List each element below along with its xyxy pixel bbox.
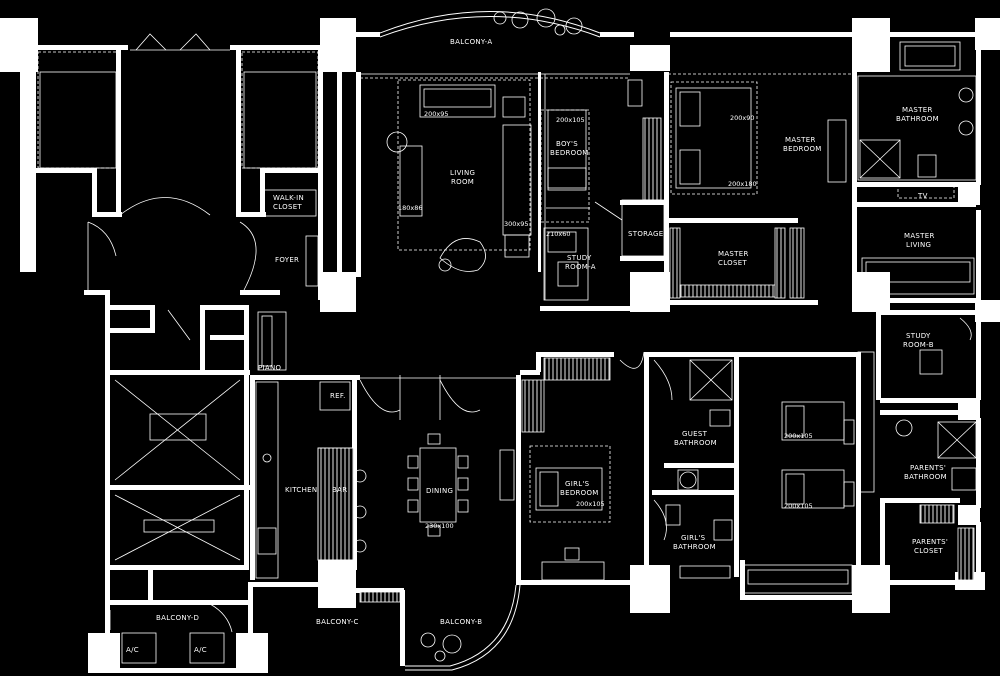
label-guest-bathroom-line2: BATHROOM <box>674 439 717 447</box>
balcony-a <box>356 8 630 79</box>
dim-boys-bed: 200x105 <box>556 116 585 124</box>
kitchen-dining-furniture <box>255 375 516 579</box>
label-study-b-line1: STUDY <box>906 332 931 340</box>
dim-parents-bed-top: 200x105 <box>784 432 813 440</box>
label-master-bathroom-line1: MASTER <box>902 106 933 114</box>
label-balcony-d: BALCONY-D <box>156 614 199 622</box>
label-ac-left: A/C <box>126 646 139 654</box>
hatched-walls <box>317 117 975 603</box>
label-parents-bathroom-line1: PARENTS' <box>910 464 946 472</box>
label-study-a-line2: ROOM-A <box>565 263 596 271</box>
label-parents-closet-line1: PARENTS' <box>912 538 948 546</box>
dim-master-bed-bottom: 200x180 <box>728 180 757 188</box>
living-room-furniture <box>386 74 665 301</box>
label-storage: STORAGE <box>628 230 663 238</box>
label-girls-bedroom-line1: GIRL'S <box>565 480 590 488</box>
label-guest-bathroom-line1: GUEST <box>682 430 708 438</box>
label-master-closet-line1: MASTER <box>718 250 749 258</box>
label-kitchen: KITCHEN <box>285 486 317 494</box>
room-labels: BALCONY-A LIVING ROOM BOY'S BEDROOM STUD… <box>126 38 948 654</box>
dim-girls-bed: 200x105 <box>576 500 605 508</box>
label-study-a-line1: STUDY <box>567 254 592 262</box>
bathrooms-center <box>653 359 733 579</box>
label-ref: REF. <box>330 392 346 400</box>
label-master-closet-line2: CLOSET <box>718 259 747 267</box>
dim-dining-table: 230x100 <box>425 522 454 530</box>
dim-sofa: 200x95 <box>424 110 449 118</box>
label-boys-bedroom-line2: BEDROOM <box>550 149 589 157</box>
label-walkin-closet-line2: CLOSET <box>273 203 302 211</box>
girls-bedroom-furniture <box>529 351 645 581</box>
dim-master-bed-top: 200x90 <box>730 114 755 122</box>
label-master-bedroom-line2: BEDROOM <box>783 145 822 153</box>
label-dining: DINING <box>426 487 453 495</box>
balcony-b <box>405 584 521 671</box>
label-boys-bedroom-line1: BOY'S <box>556 140 578 148</box>
label-balcony-c: BALCONY-C <box>316 618 359 626</box>
label-foyer: FOYER <box>275 256 299 264</box>
label-walkin-closet-line1: WALK-IN <box>273 194 304 202</box>
label-study-b-line2: ROOM-B <box>903 341 934 349</box>
label-bar: BAR <box>332 486 347 494</box>
label-master-bedroom-line1: MASTER <box>785 136 816 144</box>
label-master-living-line1: MASTER <box>904 232 935 240</box>
left-wing-furniture <box>37 33 319 664</box>
label-balcony-b: BALCONY-B <box>440 618 482 626</box>
dim-coffee-table: 300x95 <box>504 220 529 228</box>
label-girls-bedroom-line2: BEDROOM <box>560 489 599 497</box>
label-girls-bathroom-line2: BATHROOM <box>673 543 716 551</box>
label-living-room-line1: LIVING <box>450 169 475 177</box>
dimension-labels: 200x95 180x86 300x95 200x105 210x60 200x… <box>398 110 813 530</box>
dim-parents-bed-bottom: 200x105 <box>784 502 813 510</box>
walls <box>0 18 1000 673</box>
master-bedroom-furniture <box>668 41 977 295</box>
label-ac-right: A/C <box>194 646 207 654</box>
parents-area-furniture <box>743 317 977 594</box>
dim-sofa-chair: 180x86 <box>398 204 423 212</box>
label-living-room-line2: ROOM <box>451 178 474 186</box>
label-master-bathroom-line2: BATHROOM <box>896 115 939 123</box>
label-piano: PIANO <box>258 364 282 372</box>
label-balcony-a: BALCONY-A <box>450 38 492 46</box>
label-girls-bathroom-line1: GIRL'S <box>681 534 706 542</box>
label-parents-bathroom-line2: BATHROOM <box>904 473 947 481</box>
dim-boys-desk: 210x60 <box>546 230 571 238</box>
label-parents-closet-line2: CLOSET <box>914 547 943 555</box>
label-tv: TV <box>917 192 928 200</box>
label-master-living-line2: LIVING <box>906 241 931 249</box>
